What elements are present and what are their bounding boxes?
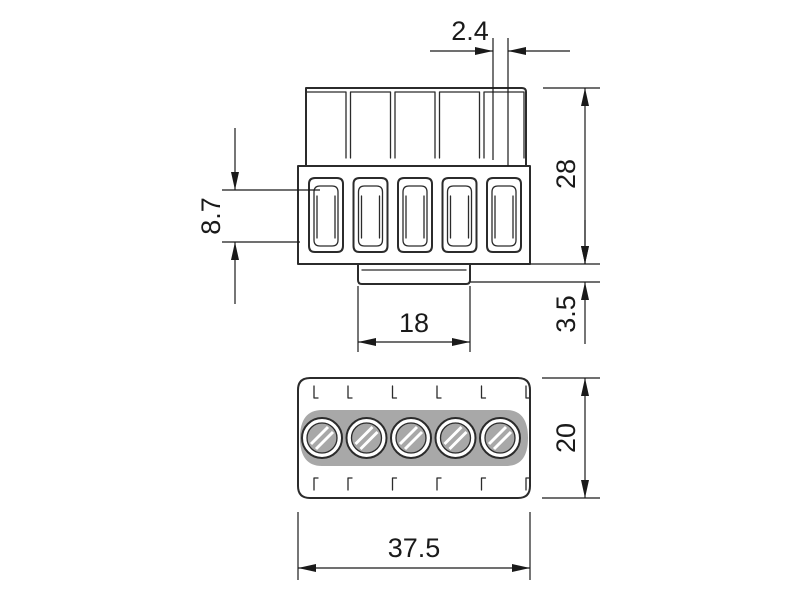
clamp-inner	[402, 185, 428, 247]
dimension-label-base-height: 3.5	[551, 295, 581, 333]
wire-entry-hatch	[487, 425, 513, 451]
wire-entry-hatch	[398, 425, 424, 451]
dimension-total-width: 37.5	[297, 512, 531, 580]
clamp-lever	[316, 195, 336, 239]
top-wire-entries	[301, 417, 521, 459]
top-notch	[313, 385, 319, 399]
top-notches	[313, 385, 531, 491]
top-notch	[347, 385, 353, 399]
front-view	[297, 87, 531, 285]
front-slot	[305, 91, 347, 159]
front-lower-body	[297, 165, 531, 265]
top-notch	[480, 477, 487, 491]
top-notch	[480, 385, 487, 399]
front-slot	[483, 91, 525, 159]
wire-entry-hatch	[443, 425, 468, 451]
clamp-inner	[446, 185, 473, 247]
top-notch	[313, 477, 319, 491]
top-notch	[525, 385, 531, 399]
clamp-inner	[313, 185, 339, 247]
top-notch	[436, 477, 442, 491]
front-slot	[394, 91, 436, 159]
clamp-lever	[360, 195, 381, 239]
wire-entry-inner	[306, 422, 338, 454]
dimension-label-body-height: 28	[551, 159, 581, 189]
dimension-base-height: 3.5	[470, 220, 600, 344]
dimension-label-pin-pitch: 2.4	[451, 16, 489, 46]
top-notch	[525, 477, 531, 491]
clamp-outer	[397, 177, 433, 253]
wire-entry-hatch	[309, 425, 335, 451]
front-slot	[349, 91, 392, 159]
top-notch	[391, 385, 398, 399]
front-base	[357, 263, 471, 285]
dimension-label-clamp-height: 8.7	[196, 197, 226, 235]
front-slot	[438, 91, 481, 159]
front-clamps	[308, 177, 522, 253]
dimension-depth: 20	[542, 377, 600, 499]
clamp-lever	[405, 195, 425, 239]
clamp-inner	[491, 185, 517, 247]
wire-entry-inner	[350, 422, 383, 454]
wire-entry-inner	[439, 422, 472, 454]
dimension-label-base-width: 18	[399, 308, 429, 338]
top-body	[297, 377, 531, 499]
dimension-label-depth: 20	[551, 423, 581, 453]
clamp-outer	[308, 177, 344, 253]
clamp-lever	[494, 195, 514, 239]
wire-entry-hatch	[354, 425, 379, 451]
clamp-outer	[352, 177, 389, 253]
dimension-label-total-width: 37.5	[388, 533, 441, 563]
dimension-base-width: 18	[357, 286, 471, 352]
wire-entry-inner	[395, 422, 427, 454]
dimension-clamp-height: 8.7	[196, 128, 320, 304]
clamp-outer	[486, 177, 522, 253]
clamp-lever	[449, 195, 470, 239]
wire-entry-inner	[484, 422, 516, 454]
top-notch	[347, 477, 353, 491]
top-view	[297, 377, 531, 499]
front-slot-dividers	[305, 91, 525, 159]
clamp-outer	[441, 177, 478, 253]
top-notch	[391, 477, 398, 491]
dimension-pin-pitch: 2.4	[430, 16, 570, 166]
dimension-body-height: 28	[530, 87, 600, 265]
top-notch	[436, 385, 442, 399]
clamp-inner	[357, 185, 384, 247]
